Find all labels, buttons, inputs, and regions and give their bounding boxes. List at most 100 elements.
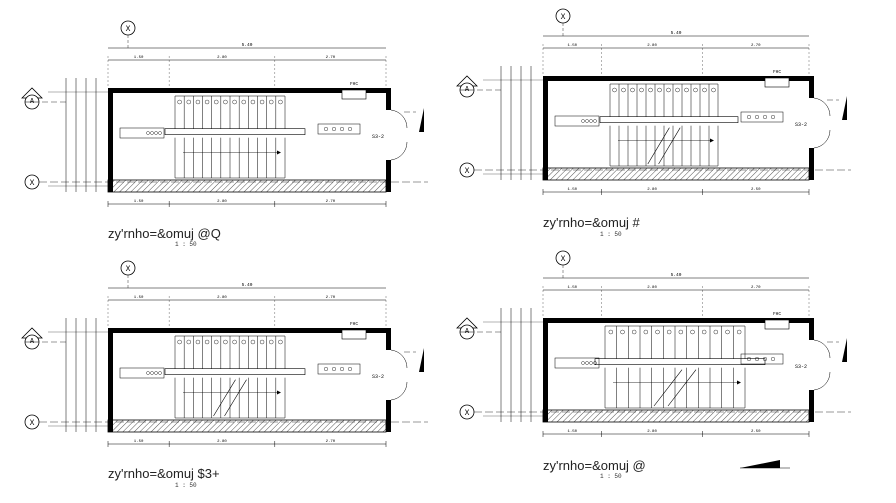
legend-tag-circle	[340, 126, 345, 131]
level-tag-circle	[146, 131, 150, 135]
plan-1-scale: 1 : 50	[175, 241, 197, 248]
top-wall	[108, 328, 386, 333]
bottom-dimension: 1.50	[567, 430, 577, 434]
walking-arrow-head	[737, 380, 741, 385]
door-swing-lower	[813, 129, 831, 149]
fhc-label: FHC	[773, 311, 781, 317]
legend-tag-box	[317, 123, 361, 135]
step-number-circle	[713, 329, 719, 335]
step-number-circle	[278, 339, 283, 345]
bottom-dimension: 2.80	[647, 430, 657, 434]
right-wall-lower	[809, 148, 814, 180]
left-wall	[108, 88, 113, 192]
level-tag-circle	[581, 361, 585, 365]
top-dimension: 2.70	[326, 296, 336, 300]
grid-label-left: X	[30, 179, 35, 188]
bottom-dimension: 2.80	[217, 200, 227, 204]
step-number-circle	[250, 99, 256, 105]
top-dimension: 2.80	[217, 56, 227, 60]
step-number-circle	[666, 329, 672, 335]
top-wall	[108, 88, 386, 93]
step-number-circle	[269, 99, 274, 105]
grid-label-top: X	[561, 255, 566, 264]
section-cut-flag	[419, 108, 424, 132]
fhc-box	[341, 329, 367, 340]
level-tag-circle	[589, 119, 593, 123]
step-number-circle	[678, 329, 684, 335]
step-number-circle	[195, 339, 201, 345]
fhc-box	[341, 89, 367, 100]
right-wall-upper	[386, 88, 391, 110]
step-number-circle	[186, 339, 191, 345]
legend-tag-circle	[747, 114, 752, 119]
step-number-circle	[725, 329, 730, 335]
step-number-circle	[621, 87, 626, 93]
level-tag-circle	[150, 131, 154, 135]
door-swing-lower	[390, 381, 408, 401]
bottom-dimension: 1.50	[134, 440, 144, 444]
top-dimension: 2.80	[647, 286, 657, 290]
step-number-circle	[250, 339, 256, 345]
plan-3-scale: 1 : 50	[175, 482, 197, 489]
legend-tag-circle	[755, 114, 760, 119]
plan-2-scale: 1 : 50	[600, 231, 622, 238]
fhc-label: FHC	[773, 69, 781, 75]
step-number-circle	[701, 329, 707, 335]
legend-tag-circle	[348, 367, 353, 372]
right-wall-upper	[386, 328, 391, 350]
level-tag-box	[119, 127, 165, 139]
top-dimension: 1.50	[134, 56, 144, 60]
right-wall-lower	[809, 390, 814, 422]
door-swing	[813, 339, 831, 359]
grid-label-left: X	[465, 167, 470, 176]
level-tag-circle	[581, 119, 585, 123]
top-wall	[543, 318, 809, 323]
top-dimension: 2.70	[326, 56, 336, 60]
step-number-circle	[177, 339, 182, 345]
plan-3-caption: zy'rnho=&omuj $3+	[108, 466, 220, 481]
overall-dimension: 5.40	[671, 30, 682, 36]
bottom-dimension: 2.80	[217, 440, 227, 444]
legend-tag-box	[740, 353, 784, 365]
level-tag-circle	[593, 119, 597, 123]
fhc-box	[764, 77, 790, 88]
door-swing-lower	[390, 141, 408, 161]
level-tag-circle	[158, 131, 162, 135]
stair-flights	[604, 325, 746, 409]
overall-dimension: 5.40	[671, 272, 682, 278]
step-number-circle	[631, 329, 637, 335]
top-wall	[543, 76, 809, 81]
step-number-circle	[259, 339, 265, 345]
step-number-circle	[690, 329, 695, 335]
plan-2-caption: zy'rnho=&omuj #	[543, 215, 640, 230]
step-number-circle	[657, 87, 662, 93]
top-dimension: 2.80	[217, 296, 227, 300]
legend-tag-circle	[763, 114, 768, 119]
level-tag-circle	[585, 119, 589, 123]
step-number-circle	[736, 329, 742, 335]
right-wall-lower	[386, 400, 391, 432]
legend-tag-circle	[771, 114, 776, 119]
step-number-circle	[204, 339, 210, 345]
overall-dimension: 5.40	[242, 42, 253, 48]
level-tag-box	[554, 115, 600, 127]
top-dimension: 1.50	[567, 44, 577, 48]
walking-arrow-head	[710, 138, 714, 143]
handrail	[164, 368, 306, 375]
legend-tag-circle	[324, 367, 329, 372]
unit-tag: S3-2	[795, 364, 807, 370]
bottom-dimension: 2.70	[326, 200, 336, 204]
step-number-circle	[214, 99, 219, 105]
top-dimension: 1.50	[134, 296, 144, 300]
grid-label-top: X	[126, 265, 131, 274]
legend-tag-circle	[763, 357, 768, 362]
level-tag-circle	[158, 371, 162, 375]
level-tag-circle	[154, 131, 158, 135]
handrail	[594, 358, 766, 365]
level-tag-box	[554, 357, 600, 369]
legend-tag-circle	[747, 357, 752, 362]
bottom-flag	[740, 460, 780, 468]
level-tag-circle	[150, 371, 154, 375]
